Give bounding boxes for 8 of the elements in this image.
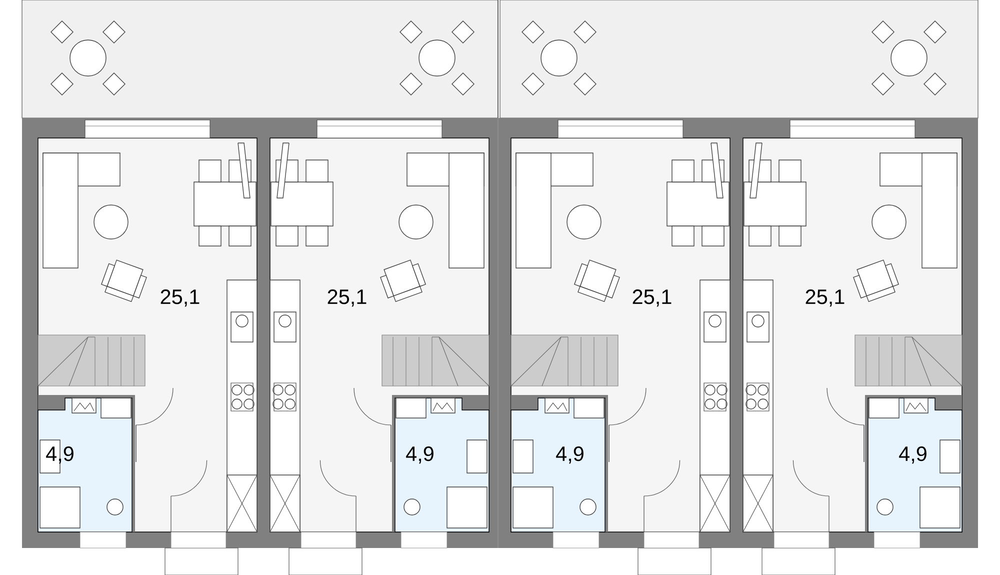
area-label: 4,9: [899, 446, 926, 464]
area-label: 4,9: [46, 446, 74, 464]
area-label: 25,1: [160, 289, 200, 307]
area-label: 25,1: [806, 289, 844, 307]
area-label: 4,9: [406, 446, 434, 464]
area-label: 25,1: [328, 289, 366, 307]
area-label: 25,1: [632, 289, 672, 307]
area-label: 4,9: [556, 446, 584, 464]
